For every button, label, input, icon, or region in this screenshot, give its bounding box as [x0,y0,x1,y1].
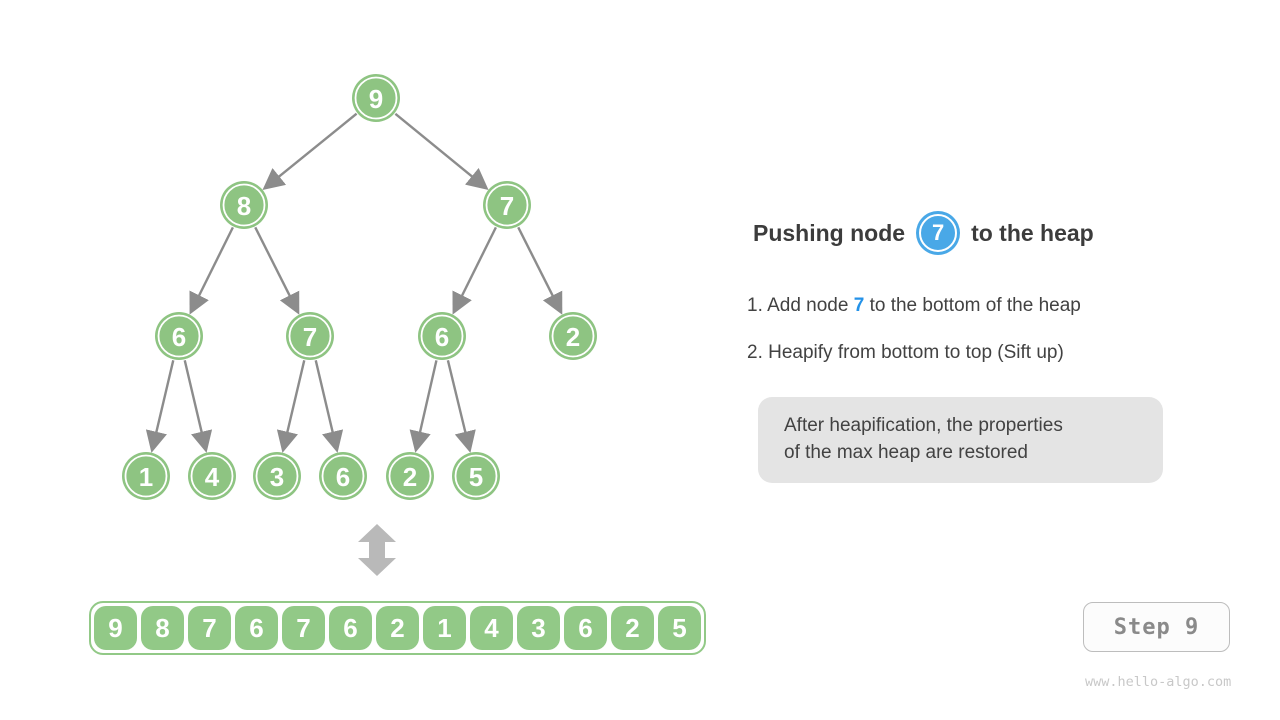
tree-edge [409,360,438,453]
title-prefix: Pushing node [753,219,906,246]
array-cell-value: 6 [249,612,264,643]
tree-node-value: 6 [172,322,186,352]
array-cell: 3 [517,606,560,650]
tree-node: 3 [253,452,301,500]
array-cell-value: 8 [155,612,170,643]
tree-edge [517,226,563,315]
array-cell: 6 [329,606,372,650]
array-cell-value: 2 [625,612,640,643]
array-cell: 6 [564,606,607,650]
tree-node: 8 [220,181,268,229]
array-cell-value: 5 [672,612,687,643]
tree-node: 1 [122,452,170,500]
tree-edge [276,360,306,453]
tree-edge [183,360,213,453]
tree-node: 7 [286,312,334,360]
tree-node-value: 6 [435,322,449,352]
array-cell-value: 2 [390,612,405,643]
array-cell: 1 [423,606,466,650]
array-cell-value: 4 [484,612,499,643]
title-suffix: to the heap [971,219,1094,246]
note-line: of the max heap are restored [784,442,1028,463]
up-down-arrow-icon [358,524,396,576]
tree-node-value: 8 [237,191,251,221]
page-title: Pushing node 7 to the heap [753,210,1094,256]
step-indicator-badge: Step 9 [1083,602,1230,652]
array-cell-value: 7 [202,612,217,643]
tree-node-value: 6 [336,462,350,492]
array-cell-value: 6 [578,612,593,643]
tree-node: 2 [549,312,597,360]
step-indicator-label: Step 9 [1113,614,1200,640]
array-cell: 4 [470,606,513,650]
tree-node-value: 7 [500,191,514,221]
array-cell-value: 9 [108,612,123,643]
array-container: 9 8 7 6 7 6 2 1 4 3 6 2 5 [89,601,706,655]
tree-node-value: 3 [270,462,284,492]
tree-edge [452,226,497,315]
array-cell-value: 3 [531,612,546,643]
tree-edge [394,112,489,190]
array-cell: 7 [188,606,231,650]
note-box: After heapification, the properties of t… [758,397,1163,483]
tree-edge [189,226,234,315]
array-cell-value: 7 [296,612,311,643]
pushed-node-badge: 7 [916,211,961,255]
note-line: After heapification, the properties [784,415,1063,436]
tree-edge [262,112,358,191]
tree-node: 6 [418,312,466,360]
step-item: 2. Heapify from bottom to top (Sift up) [747,342,1064,363]
array-cell: 5 [658,606,701,650]
tree-edge [314,360,344,453]
tree-node: 9 [352,74,400,122]
tree-node: 2 [386,452,434,500]
array-cell: 9 [94,606,137,650]
array-cell: 8 [141,606,184,650]
step-list: 1. Add node 7 to the bottom of the heap 2… [747,294,1081,388]
array-cell: 6 [235,606,278,650]
pushed-node-value: 7 [931,220,945,245]
tree-edge [254,226,300,315]
array-cell: 2 [611,606,654,650]
tree-node-value: 2 [403,462,417,492]
tree-node-value: 4 [205,462,220,492]
array-cell: 2 [376,606,419,650]
tree-node: 4 [188,452,236,500]
array-cell-value: 1 [437,612,452,643]
tree-node: 7 [483,181,531,229]
array-cell: 7 [282,606,325,650]
step-item: 1. Add node 7 to the bottom of the heap [747,295,1081,316]
tree-node: 6 [319,452,367,500]
highlighted-node-value: 7 [853,295,865,316]
tree-edge [145,360,175,453]
tree-node-value: 2 [566,322,580,352]
tree-node: 5 [452,452,500,500]
tree-edge [446,360,476,453]
tree-node-value: 9 [369,84,383,114]
tree-node: 6 [155,312,203,360]
array-cell-value: 6 [343,612,358,643]
tree-node-value: 7 [303,322,317,352]
tree-node-value: 5 [469,462,483,492]
watermark: www.hello-algo.com [1085,674,1232,690]
tree-node-value: 1 [139,462,153,492]
